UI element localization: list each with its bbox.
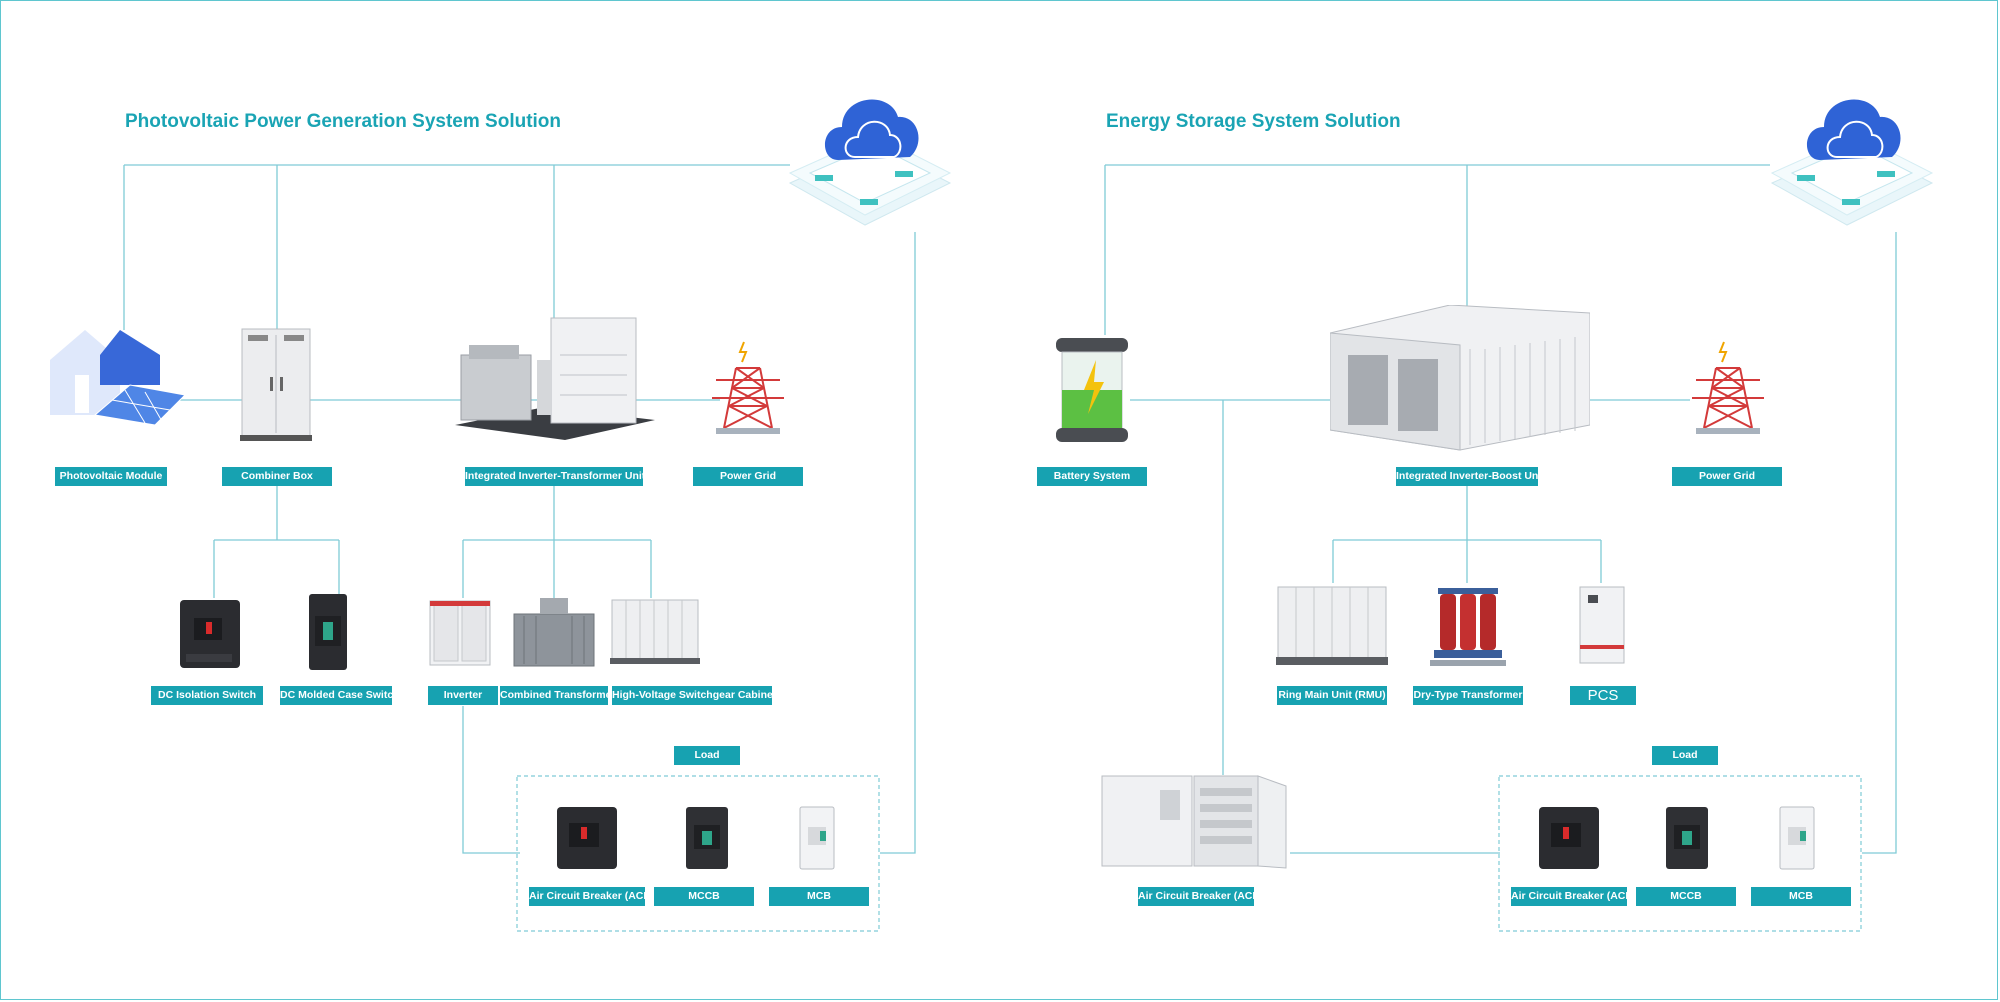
dc-molded-case-switch-icon xyxy=(309,594,347,670)
label-inverter-transformer-unit: Integrated Inverter-Transformer Unit xyxy=(465,467,643,486)
label-inverter-boost-unit: Integrated Inverter-Boost Unit xyxy=(1396,467,1538,486)
mcb-icon xyxy=(1779,806,1815,870)
mcb-icon xyxy=(799,806,835,870)
label-battery-system: Battery System xyxy=(1037,467,1147,486)
inverter-icon xyxy=(429,600,491,666)
energy-storage-cabinet-icon xyxy=(1101,775,1287,869)
inverter-transformer-icon xyxy=(455,317,655,440)
combiner-box-icon xyxy=(240,328,312,441)
power-tower-icon xyxy=(1692,341,1764,434)
label-mccb: MCCB xyxy=(1636,887,1736,906)
label-dry-type-transformer: Dry-Type Transformer xyxy=(1413,686,1523,705)
label-mccb: MCCB xyxy=(654,887,754,906)
dry-type-transformer-icon xyxy=(1430,588,1506,666)
pcs-cabinet-icon xyxy=(1579,586,1625,664)
pv-inverter-branch xyxy=(462,485,652,598)
label-combiner-box: Combiner Box xyxy=(222,467,332,486)
label-rmu: Ring Main Unit (RMU) xyxy=(1277,686,1387,705)
combined-transformer-icon xyxy=(513,598,595,667)
label-load: Load xyxy=(674,746,740,765)
label-power-grid: Power Grid xyxy=(693,467,803,486)
label-power-grid: Power Grid xyxy=(1672,467,1782,486)
mccb-icon xyxy=(1666,807,1708,869)
pv-combiner-branch xyxy=(213,485,340,598)
label-combined-transformer: Combined Transformer xyxy=(500,686,608,705)
label-mcb: MCB xyxy=(1751,887,1851,906)
dc-isolation-switch-icon xyxy=(180,600,240,668)
label-inverter: Inverter xyxy=(428,686,498,705)
ess-cloud-line xyxy=(1862,232,1897,854)
label-photovoltaic-module: Photovoltaic Module xyxy=(55,467,167,486)
ess-boost-branch xyxy=(1332,485,1602,583)
acb-icon xyxy=(557,807,617,869)
house-solar-icon xyxy=(50,330,185,425)
battery-icon xyxy=(1056,338,1128,442)
cloud-platform-icon xyxy=(788,99,952,226)
power-tower-icon xyxy=(712,341,784,434)
inverter-boost-container-icon xyxy=(1330,305,1590,451)
label-hv-switchgear: High-Voltage Switchgear Cabinet xyxy=(612,686,772,705)
label-acb: Air Circuit Breaker (ACB) xyxy=(529,887,645,906)
ess-monitoring-bus xyxy=(1104,164,1770,335)
ess-section-title: Energy Storage System Solution xyxy=(1106,111,1401,132)
label-pcs: PCS xyxy=(1570,686,1636,705)
label-load: Load xyxy=(1652,746,1718,765)
label-acb: Air Circuit Breaker (ACB) xyxy=(1511,887,1627,906)
pv-monitoring-bus xyxy=(123,164,790,330)
pv-section-title: Photovoltaic Power Generation System Sol… xyxy=(125,111,562,132)
label-dc-molded-case-switch: DC Molded Case Switch xyxy=(280,686,392,705)
pv-cloud-line xyxy=(880,232,916,854)
label-dc-isolation-switch: DC Isolation Switch xyxy=(151,686,263,705)
label-mcb: MCB xyxy=(769,887,869,906)
label-cabinet-acb: Air Circuit Breaker (ACB) xyxy=(1138,887,1254,906)
cloud-platform-icon xyxy=(1770,99,1934,226)
pv-inverter-load-line xyxy=(462,706,520,854)
mccb-icon xyxy=(686,807,728,869)
hv-switchgear-icon xyxy=(610,599,700,664)
acb-icon xyxy=(1539,807,1599,869)
rmu-icon xyxy=(1276,586,1388,665)
